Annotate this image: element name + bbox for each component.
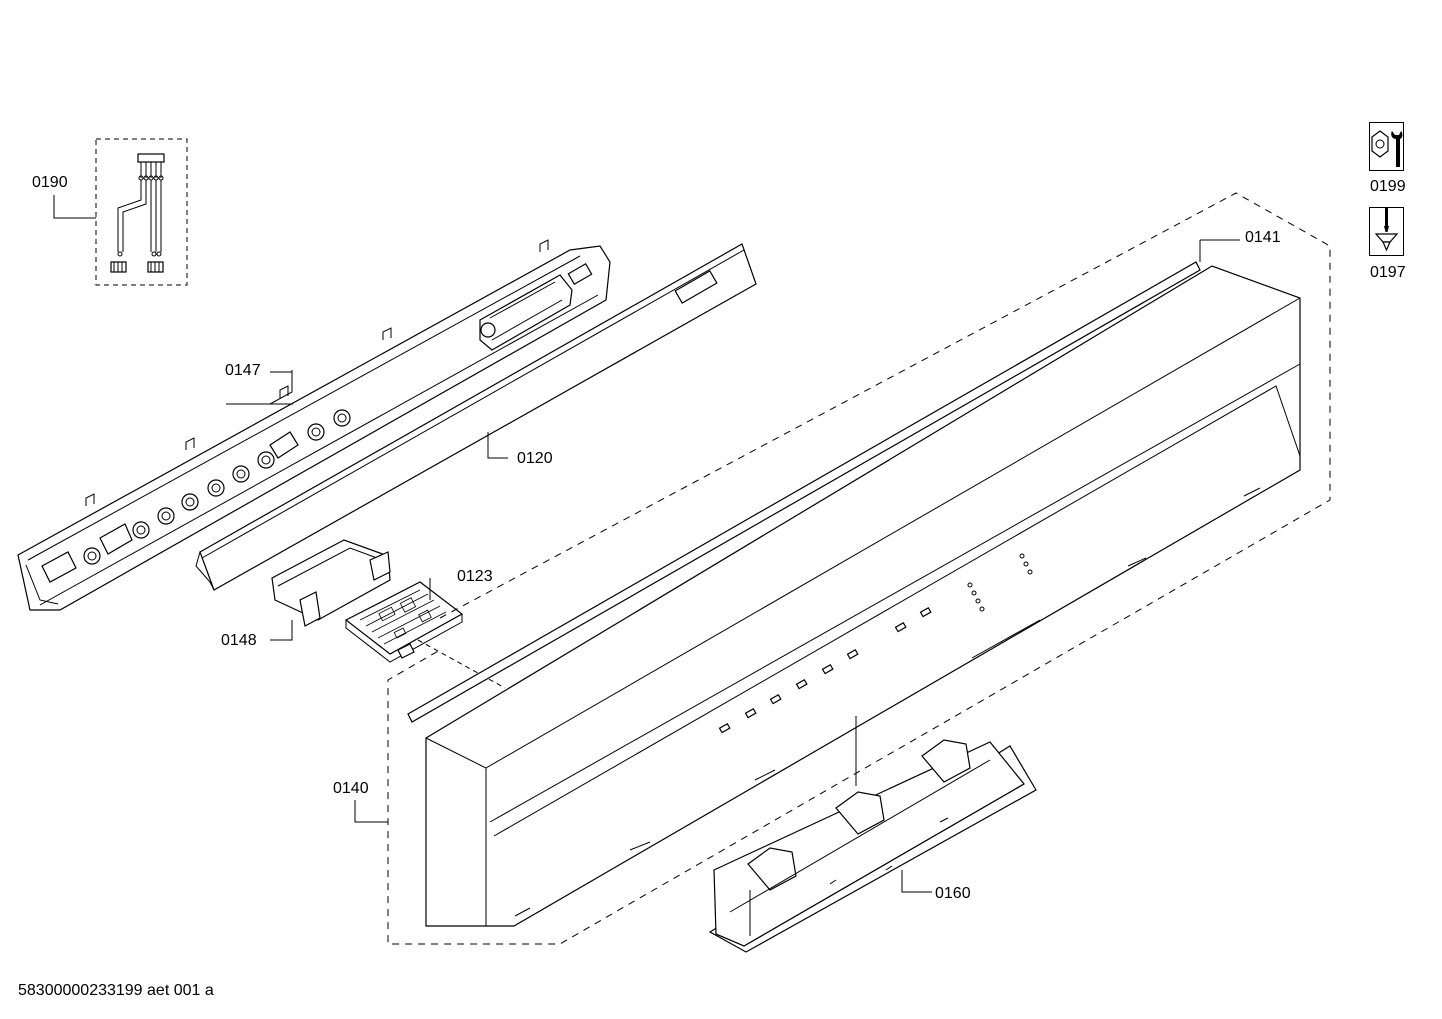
part-label-0197: 0197 bbox=[1370, 264, 1406, 281]
part-label-0123: 0123 bbox=[457, 568, 493, 585]
part-label-0190: 0190 bbox=[32, 174, 68, 191]
leader-0147 bbox=[269, 370, 293, 405]
part-label-0199: 0199 bbox=[1370, 178, 1406, 195]
led-dot-column bbox=[967, 553, 1033, 612]
wrench-nut-icon bbox=[1369, 122, 1404, 171]
part-label-0160: 0160 bbox=[935, 885, 971, 902]
wiring-harness-0190 bbox=[53, 138, 188, 286]
seal-strip-0141 bbox=[407, 239, 1240, 723]
housing-0148 bbox=[270, 539, 391, 641]
bracket-carrier-0147 bbox=[17, 239, 611, 611]
rear-cover-0160 bbox=[708, 739, 1037, 953]
display-strip-0120 bbox=[195, 243, 757, 591]
knob-row bbox=[83, 409, 351, 565]
diagram-reference-footer: 58300000233199 aet 001 a bbox=[18, 982, 214, 999]
part-label-0140: 0140 bbox=[333, 780, 369, 797]
panel-envelope-0140 bbox=[354, 192, 1331, 945]
circuit-board-0123 bbox=[344, 578, 506, 689]
button-indicator-row bbox=[718, 606, 932, 734]
part-label-0141: 0141 bbox=[1245, 229, 1281, 246]
control-panel-0140 bbox=[425, 265, 1301, 927]
part-label-0148: 0148 bbox=[221, 632, 257, 649]
screwdriver-screw-icon bbox=[1369, 207, 1404, 256]
part-label-0147: 0147 bbox=[225, 362, 261, 379]
part-label-0120: 0120 bbox=[517, 450, 553, 467]
